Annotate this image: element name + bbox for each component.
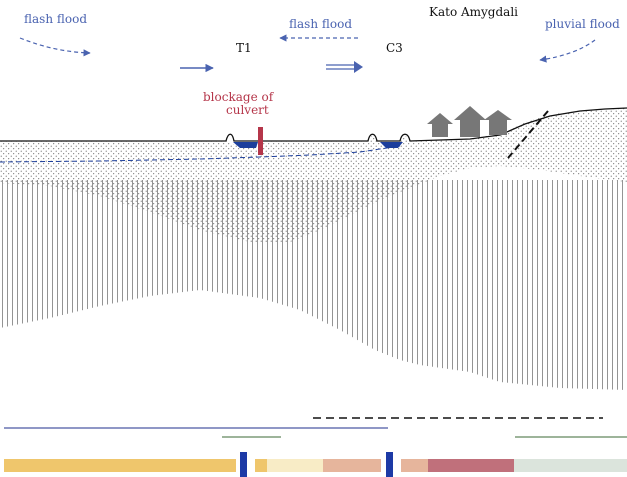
house-icon [484,110,512,135]
groundwater-table [0,145,401,163]
blockage-label-line2: culvert [226,103,269,117]
flash-flood-label-left: flash flood [24,12,87,26]
c3-label: C3 [386,41,403,55]
blockage-label-line1: blockage of [203,90,275,104]
pluvial-flood-label: pluvial flood [545,17,620,31]
double-arrow-right-icon [326,61,363,73]
zone-color-bar [4,452,627,477]
house-icon [427,113,453,137]
culvert-blockage [258,127,263,155]
structure-marker-c3 [386,452,393,477]
curved-arrow-icon [539,39,596,63]
flash-flood-label-center: flash flood [289,17,352,31]
location-label: Kato Amygdali [429,5,518,19]
channel-water-t1 [233,142,258,148]
channel-water-c3 [380,142,403,148]
t1-label: T1 [236,41,252,55]
structure-marker-t1 [240,452,247,477]
house-icon [454,106,486,137]
ground-surface [0,107,627,142]
curved-arrow-icon [19,37,91,57]
